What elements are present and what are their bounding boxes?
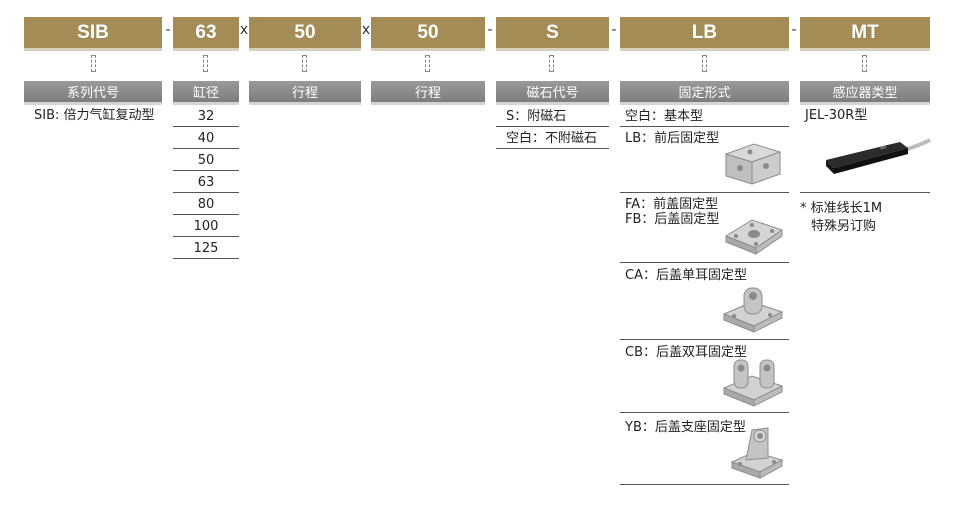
flange-plate-image — [724, 219, 784, 255]
connector-stroke-2 — [425, 55, 430, 72]
sensor-image — [826, 138, 931, 174]
header-bore: 缸径 — [173, 81, 239, 105]
row-divider — [173, 192, 239, 193]
separator-4: - — [487, 22, 493, 38]
sensor-note-2: 特殊另订购 — [811, 219, 877, 234]
separator-1: - — [165, 22, 171, 38]
sensor-note-1: * 标准线长1M — [800, 201, 883, 216]
header-magnet: 磁石代号 — [496, 81, 609, 105]
row-divider — [173, 258, 239, 259]
bore-size-item: 100 — [193, 219, 219, 234]
row-divider — [620, 192, 789, 193]
row-divider — [496, 148, 609, 149]
row-divider — [173, 214, 239, 215]
header-mount: 固定形式 — [620, 81, 789, 105]
separator-6: - — [791, 22, 797, 38]
mount-option-blank: 空白：基本型 — [625, 109, 704, 124]
row-divider — [620, 339, 789, 340]
magnet-option-s: S：附磁石 — [506, 109, 567, 124]
sensor-model: JEL-30R型 — [805, 108, 868, 123]
pivot-support-image — [730, 427, 784, 479]
mount-option-ca: CA：后盖单耳固定型 — [625, 268, 747, 283]
separator-2: x — [239, 22, 249, 38]
bore-size-item: 80 — [197, 197, 215, 212]
lb-bracket-image — [724, 143, 782, 185]
bore-size-item: 40 — [197, 131, 215, 146]
connector-sensor — [862, 55, 867, 72]
connector-stroke-1 — [302, 55, 307, 72]
mount-option-fb: FB：后盖固定型 — [625, 212, 720, 227]
code-series: SIB — [24, 17, 162, 51]
bore-size-item: 32 — [197, 109, 215, 124]
double-clevis-image — [722, 359, 784, 407]
magnet-option-blank: 空白：不附磁石 — [506, 131, 598, 146]
header-sensor: 感应器类型 — [800, 81, 930, 105]
connector-mount — [702, 55, 707, 72]
code-stroke-2: 50 — [371, 17, 485, 51]
connector-magnet — [549, 55, 554, 72]
mount-option-yb: YB：后盖支座固定型 — [625, 420, 746, 435]
single-clevis-image — [722, 287, 784, 333]
row-divider — [620, 262, 789, 263]
header-stroke-2: 行程 — [371, 81, 485, 105]
header-series: 系列代号 — [24, 81, 162, 105]
row-divider — [620, 126, 789, 127]
row-divider — [620, 412, 789, 413]
connector-series — [91, 55, 96, 72]
header-stroke-1: 行程 — [249, 81, 361, 105]
mount-option-cb: CB：后盖双耳固定型 — [625, 345, 747, 360]
row-divider — [496, 126, 609, 127]
separator-3: x — [361, 22, 371, 38]
row-divider — [173, 148, 239, 149]
row-divider — [620, 484, 789, 485]
row-divider — [173, 170, 239, 171]
code-mount: LB — [620, 17, 789, 51]
row-divider — [173, 236, 239, 237]
code-bore: 63 — [173, 17, 239, 51]
bore-size-item: 125 — [193, 241, 219, 256]
code-stroke-1: 50 — [249, 17, 361, 51]
mount-option-lb: LB：前后固定型 — [625, 131, 720, 146]
connector-bore — [203, 55, 208, 72]
code-magnet: S — [496, 17, 609, 51]
bore-size-item: 63 — [197, 175, 215, 190]
bore-size-item: 50 — [197, 153, 215, 168]
row-divider — [800, 192, 930, 193]
code-sensor: MT — [800, 17, 930, 51]
separator-5: - — [611, 22, 617, 38]
mount-option-fa: FA：前盖固定型 — [625, 197, 719, 212]
row-divider — [173, 126, 239, 127]
series-description: SIB: 倍力气缸复动型 — [34, 108, 155, 123]
